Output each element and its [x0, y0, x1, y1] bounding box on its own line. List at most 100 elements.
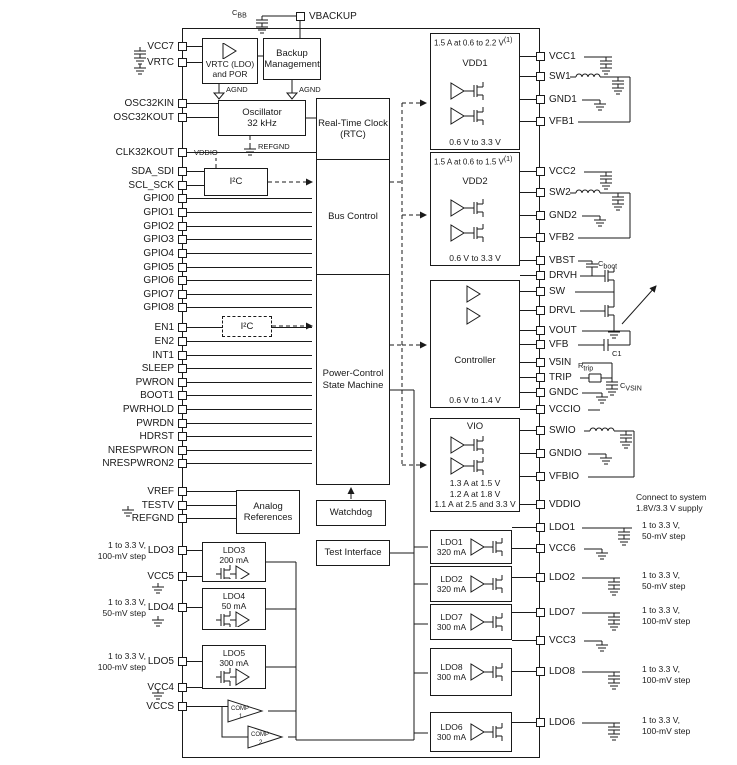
- pin-wire: [187, 576, 202, 577]
- pin-wire: [512, 612, 536, 613]
- pin-testv: TESTV: [0, 500, 236, 511]
- pin-vrtc: VRTC: [0, 57, 203, 68]
- pin-wire: [187, 409, 312, 410]
- annotation-ldo2: 1 to 3.3 V,50-mV step: [642, 570, 686, 591]
- pin-box: [178, 419, 187, 428]
- pin-gpio4: GPIO4: [0, 248, 312, 259]
- pin-int1: INT1: [0, 350, 312, 361]
- pin-label: VFBIO: [549, 471, 580, 482]
- pin-ldo1: LDO1: [512, 522, 736, 533]
- block-ldo5: LDO5 300 mA: [202, 645, 266, 689]
- pin-gndio: GNDIO: [520, 448, 736, 459]
- block-label: LDO8: [440, 661, 463, 672]
- pin-v5in: V5IN: [520, 357, 736, 368]
- pin-nrespwron: NRESPWRON: [0, 445, 312, 456]
- mosfet-pair-icon: [450, 198, 484, 243]
- pin-wire: [520, 377, 536, 378]
- annotation-ldo7: 1 to 3.3 V,100-mV step: [642, 605, 691, 626]
- vddio-label: VDDIO: [194, 148, 218, 157]
- pin-refgnd: REFGND: [0, 513, 236, 524]
- pin-label: VREF: [147, 486, 174, 497]
- pin-label: VCC2: [549, 166, 576, 177]
- block-test-interface: Test Interface: [316, 540, 390, 566]
- pin-box: [536, 211, 545, 220]
- pin-vcc6: VCC6: [512, 543, 736, 554]
- pin-box: [536, 449, 545, 458]
- pin-label: LDO7: [549, 607, 576, 618]
- pin-vcc1: VCC1: [520, 51, 736, 62]
- pin-box: [536, 405, 545, 414]
- annotation-ldo6: 1 to 3.3 V,100-mV step: [642, 715, 691, 736]
- pin-box: [178, 572, 187, 581]
- pin-label: PWRDN: [136, 418, 174, 429]
- pin-label: SW2: [549, 187, 571, 198]
- pin-wire: [187, 687, 202, 688]
- top-wires: [213, 15, 316, 330]
- annotation-ldo1: 1 to 3.3 V,50-mV step: [642, 520, 686, 541]
- ground-icon: [243, 144, 257, 156]
- pin-wire: [187, 212, 312, 213]
- pin-wire: [512, 722, 536, 723]
- pin-wire: [187, 341, 312, 342]
- block-label: VDD1: [462, 57, 488, 69]
- pin-osc32kout: OSC32KOUT: [0, 112, 218, 123]
- pin-box: [178, 42, 187, 51]
- pin-ldo3: LDO3: [0, 545, 202, 556]
- pin-wire: [187, 491, 236, 492]
- pin-wire: [187, 368, 312, 369]
- block-ldo4: LDO4 50 mA: [202, 588, 266, 630]
- block-label: I²C: [229, 176, 243, 188]
- block-label: References: [243, 512, 293, 523]
- pin-sda-sdi: SDA_SDI: [0, 166, 204, 177]
- pin-vbackup: VBACKUP: [296, 11, 496, 22]
- pin-box: [536, 667, 545, 676]
- pin-wire: [520, 392, 536, 393]
- block-watchdog: Watchdog: [316, 500, 386, 526]
- pin-wire: [187, 505, 236, 506]
- pin-wire: [512, 527, 536, 528]
- block-label: Analog: [253, 500, 283, 512]
- pin-box: [178, 181, 187, 190]
- block-label: LDO7: [440, 611, 463, 622]
- block-oscillator: Oscillator 32 kHz: [218, 100, 306, 136]
- pin-box: [536, 287, 545, 296]
- block-vrtc: VRTC (LDO) and POR: [202, 38, 258, 84]
- annotation-ldo5: 1 to 3.3 V,100-mV step: [97, 651, 146, 672]
- pin-box: [536, 188, 545, 197]
- pin-wire: [187, 395, 312, 396]
- block-label: Bus Control: [328, 211, 378, 223]
- pin-box: [178, 148, 187, 157]
- pin-box: [536, 718, 545, 727]
- pin-wire: [187, 62, 203, 63]
- pin-box: [536, 326, 545, 335]
- pin-en2: EN2: [0, 336, 312, 347]
- block-i2c-secondary: I²C: [222, 316, 272, 337]
- amplifier-icon: [222, 42, 237, 59]
- pin-hdrst: HDRST: [0, 431, 312, 442]
- pin-wire: [187, 171, 204, 172]
- pin-label: BOOT1: [140, 390, 174, 401]
- pin-label: GPIO8: [143, 302, 174, 313]
- pin-gpio0: GPIO0: [0, 193, 312, 204]
- pin-wire: [512, 640, 536, 641]
- pin-label: LDO8: [549, 666, 576, 677]
- ground-icon: [151, 615, 165, 627]
- pin-box: [536, 52, 545, 61]
- pin-wire: [187, 280, 312, 281]
- pin-vccs: VCCS: [0, 701, 228, 712]
- pin-box: [178, 276, 187, 285]
- annotation-ldo4: 1 to 3.3 V,50-mV step: [102, 597, 146, 618]
- pin-label: GNDIO: [549, 448, 582, 459]
- comp2-number: 2: [259, 740, 263, 746]
- refgnd-label: REFGND: [258, 142, 290, 151]
- pin-label: LDO5: [147, 656, 174, 667]
- agnd-icon: [213, 89, 225, 100]
- pin-label: SLEEP: [141, 363, 174, 374]
- pin-gpio3: GPIO3: [0, 234, 312, 245]
- pin-label: SDA_SDI: [131, 166, 174, 177]
